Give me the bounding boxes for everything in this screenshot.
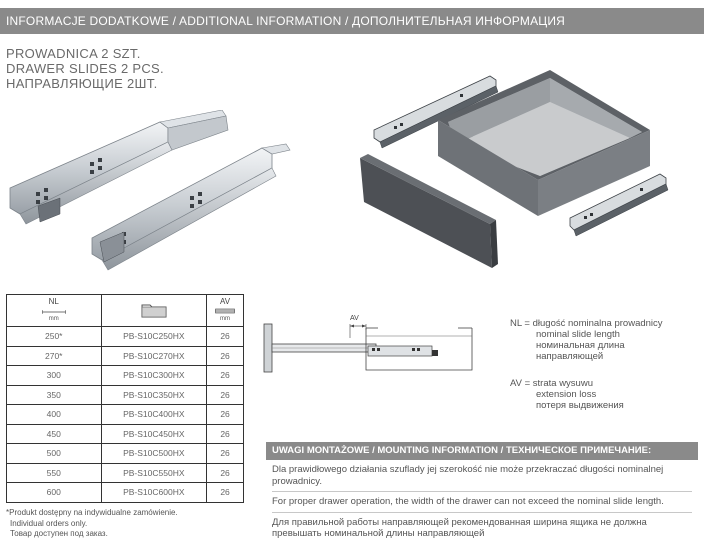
- code-cell: PB-S10C350HX: [100, 384, 208, 405]
- av-header-label: AV: [220, 297, 231, 306]
- mounting-text-pl: Dla prawidłowego działania szuflady jej …: [272, 464, 664, 487]
- legend-nl-line4: направляющей: [536, 351, 604, 362]
- nl-header-label: NL: [48, 297, 59, 306]
- footnote-ru: Товар доступен под заказ.: [10, 529, 108, 538]
- folder-icon: [141, 304, 167, 317]
- nl-cell: 250*: [6, 326, 102, 347]
- footnote-pl: *Produkt dostępny na indywidualne zamówi…: [6, 508, 178, 517]
- legend-nl-line1: NL = długość nominalna prowadnicy: [510, 318, 663, 329]
- section-title: INFORMACJE DODATKOWE / ADDITIONAL INFORM…: [6, 14, 566, 28]
- nl-cell: 550: [6, 462, 102, 483]
- av-header: AV mm: [206, 294, 244, 327]
- code-cell: PB-S10C300HX: [100, 365, 208, 386]
- code-cell: PB-S10C500HX: [100, 443, 208, 464]
- nl-cell: 450: [6, 423, 102, 444]
- code-header: [100, 294, 208, 327]
- av-dimension-label: AV: [350, 315, 359, 322]
- mounting-info: UWAGI MONTAŻOWE / MOUNTING INFORMATION /…: [266, 442, 698, 542]
- nl-cell: 300: [6, 365, 102, 386]
- legend-nl-line2: nominal slide length: [536, 329, 620, 340]
- divider: [272, 511, 692, 513]
- mounting-info-body: Dla prawidłowego działania szuflady jej …: [266, 460, 698, 540]
- slide-profile-icon: [215, 308, 236, 314]
- av-cell: 26: [206, 365, 244, 386]
- av-cell: 26: [206, 384, 244, 405]
- legend-av-line2: extension loss: [536, 389, 597, 400]
- nl-header: NL mm: [6, 294, 102, 327]
- nl-cell: 600: [6, 482, 102, 503]
- nl-cell: 350: [6, 384, 102, 405]
- av-cell: 26: [206, 326, 244, 347]
- slide-dimension-diagram: AV: [263, 315, 473, 373]
- footnote-en: Individual orders only.: [10, 518, 88, 528]
- product-title-pl: PROWADNICA 2 SZT.: [6, 46, 141, 61]
- av-cell: 26: [206, 345, 244, 366]
- code-cell: PB-S10C600HX: [100, 482, 208, 503]
- nl-cell: 400: [6, 404, 102, 425]
- code-cell: PB-S10C270HX: [100, 345, 208, 366]
- footnote: *Produkt dostępny na indywidualne zamówi…: [6, 508, 178, 540]
- mounting-info-title: UWAGI MONTAŻOWE / MOUNTING INFORMATION /…: [266, 442, 698, 460]
- av-cell: 26: [206, 482, 244, 503]
- legend-nl: NL = długość nominalna prowadnicy nomina…: [510, 318, 663, 362]
- av-cell: 26: [206, 423, 244, 444]
- code-cell: PB-S10C450HX: [100, 423, 208, 444]
- nl-cell: 500: [6, 443, 102, 464]
- product-titles: PROWADNICA 2 SZT. DRAWER SLIDES 2 PCS. Н…: [6, 46, 164, 91]
- av-cell: 26: [206, 462, 244, 483]
- mounting-text-en: For proper drawer operation, the width o…: [272, 496, 664, 507]
- legend-av-line3: потеря выдвижения: [536, 400, 624, 411]
- av-cell: 26: [206, 443, 244, 464]
- av-header-unit: mm: [220, 316, 231, 322]
- legend-av: AV = strata wysuwu extension loss потеря…: [510, 378, 624, 411]
- product-title-ru: НАПРАВЛЯЮЩИЕ 2ШТ.: [6, 76, 158, 91]
- product-title-en: DRAWER SLIDES 2 PCS.: [6, 61, 164, 76]
- nl-header-unit: mm: [48, 316, 59, 322]
- nl-cell: 270*: [6, 345, 102, 366]
- mounting-text-ru: Для правильной работы направляющей реком…: [272, 516, 647, 540]
- code-cell: PB-S10C400HX: [100, 404, 208, 425]
- drawer-slides-image: [9, 110, 291, 271]
- dimension-arrow-icon: [41, 310, 67, 314]
- legend-nl-line3: номинальная длина: [536, 340, 625, 351]
- code-cell: PB-S10C550HX: [100, 462, 208, 483]
- legend-av-line1: AV = strata wysuwu: [510, 378, 593, 389]
- av-cell: 26: [206, 404, 244, 425]
- code-cell: PB-S10C250HX: [100, 326, 208, 347]
- section-header: INFORMACJE DODATKOWE / ADDITIONAL INFORM…: [0, 8, 704, 34]
- drawer-box-image: [360, 70, 669, 268]
- divider: [272, 491, 692, 492]
